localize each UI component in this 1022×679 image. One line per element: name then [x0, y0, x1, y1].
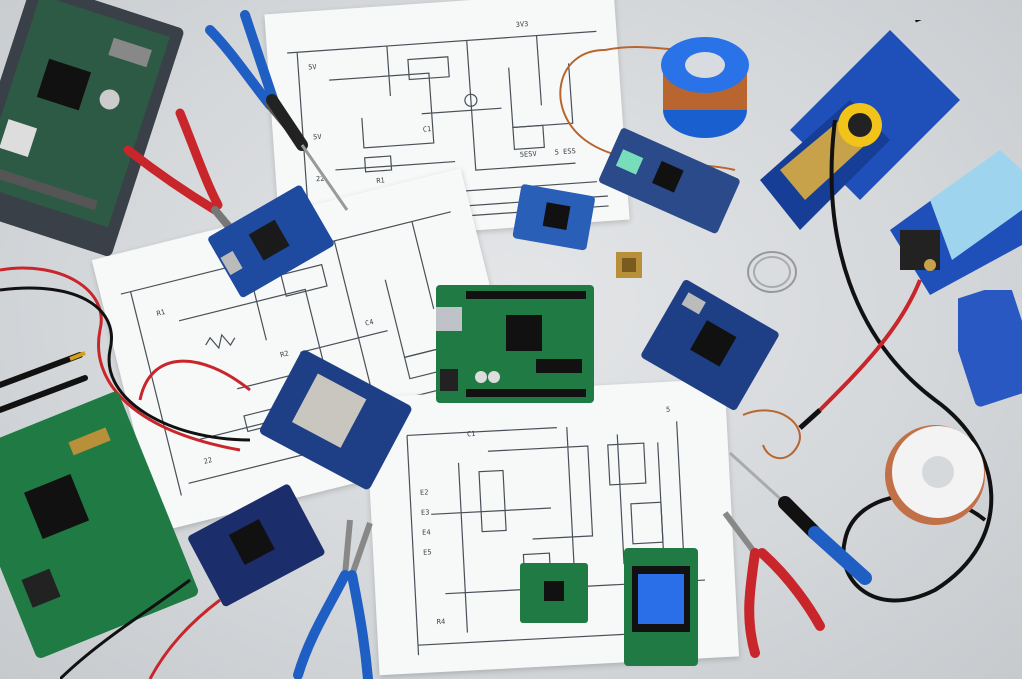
schematic-label: 22	[203, 456, 213, 466]
wires-left	[0, 250, 290, 470]
schematic-label: C1	[467, 430, 476, 438]
solder-spool-blue	[655, 35, 760, 145]
soldering-iron-cable	[815, 120, 1015, 620]
schematic-label: E2	[420, 488, 429, 496]
arduino-board	[436, 285, 594, 403]
bench-power-module	[890, 150, 1022, 300]
solder-spool-white	[880, 420, 990, 530]
red-probe-right	[790, 270, 930, 430]
schematic-label: E5	[423, 548, 432, 556]
green-module-top	[581, 127, 745, 273]
schematic-label: R1	[376, 177, 385, 186]
wifi-module	[238, 326, 432, 518]
schematic-label: C4	[364, 318, 374, 328]
pliers-bottom-blue	[290, 515, 390, 679]
schematic-label: R4	[437, 618, 446, 626]
navy-microcontroller-board	[169, 461, 347, 635]
schematic-label: 5 ESS	[554, 147, 576, 156]
silver-wire-coil	[742, 242, 802, 302]
pliers-red-right	[720, 508, 830, 658]
blue-module-right	[621, 256, 799, 434]
schematic-label: E3	[421, 508, 430, 516]
schematic-label: 5	[666, 406, 671, 414]
screwdriver-top	[262, 90, 362, 220]
blue-module-small-2	[510, 184, 601, 267]
schematic-label: E4	[422, 528, 431, 536]
green-module-bottom	[520, 563, 588, 623]
schematic-label: 3V3	[515, 20, 528, 29]
soldering-iron	[725, 448, 875, 588]
gold-component	[612, 248, 648, 284]
lcd-display-module	[624, 548, 698, 666]
test-probes	[0, 350, 90, 420]
blue-module-small-1	[207, 184, 346, 316]
schematic-label: R2	[279, 349, 289, 359]
schematic-label: R1	[156, 308, 166, 318]
schematic-label: 22	[316, 175, 325, 184]
wires-bottom	[60, 570, 250, 679]
copper-wire-hook	[738, 405, 828, 475]
green-board-bottom-left	[0, 377, 213, 673]
circuit-board-top-left	[0, 0, 194, 270]
blue-board-far-right	[958, 290, 1022, 415]
schematic-label: 5V	[313, 133, 323, 142]
schematic-label: 5ESV	[520, 150, 538, 159]
schematic-label: 5V	[308, 63, 318, 72]
schematic-label: C1	[423, 125, 432, 134]
